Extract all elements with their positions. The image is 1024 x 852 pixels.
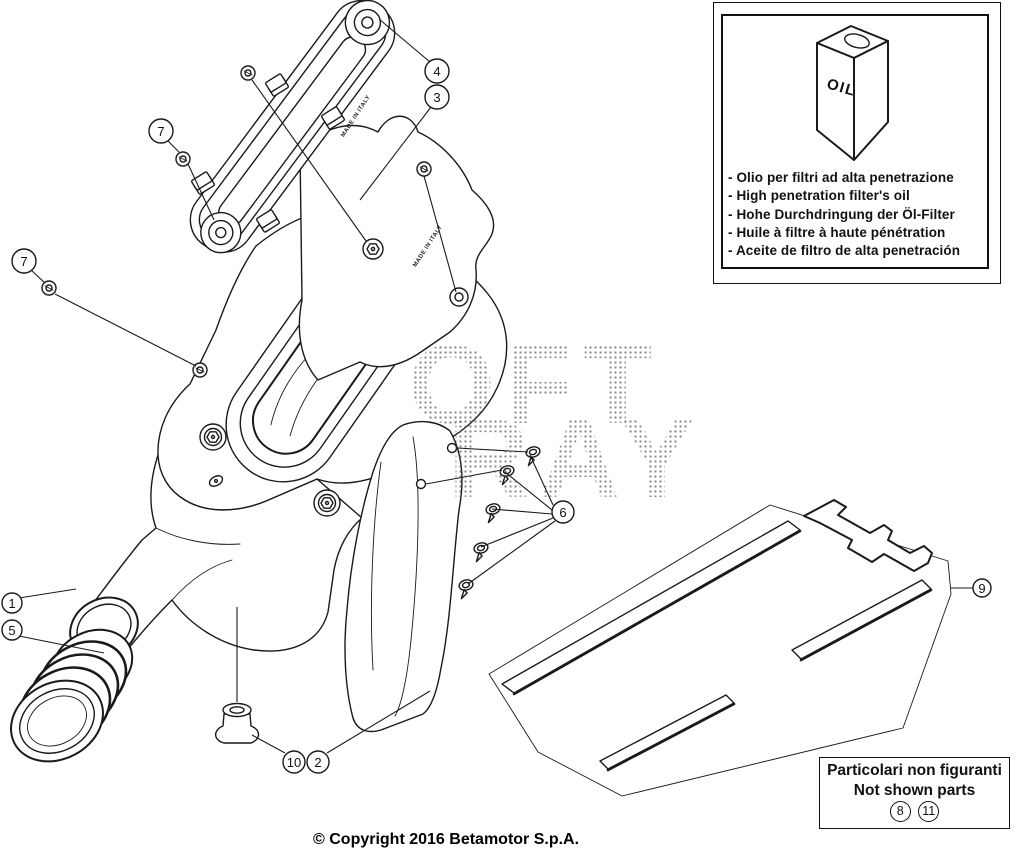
callout-1: 1 xyxy=(1,592,23,614)
leader-line xyxy=(480,517,554,548)
oil-line-en: - High penetration filter's oil xyxy=(728,188,910,204)
leader-line xyxy=(30,269,46,284)
intake-sleeve xyxy=(10,628,134,763)
square-nut xyxy=(320,106,346,130)
leader-lines xyxy=(18,18,973,754)
leader-line xyxy=(54,293,197,367)
callout-9: 9 xyxy=(972,578,992,598)
leader-line xyxy=(251,79,367,242)
leader-line xyxy=(18,635,105,654)
oil-info-box xyxy=(721,14,989,269)
svg-text:6: 6 xyxy=(559,505,566,520)
leader-line xyxy=(251,734,286,754)
callout-11: 11 xyxy=(918,801,940,822)
pan-head-screw xyxy=(416,161,432,177)
copyright-text: © Copyright 2016 Betamotor S.p.A. xyxy=(313,831,580,848)
adhesive-strips-panel xyxy=(488,499,952,797)
leader-line xyxy=(378,18,431,63)
callout-6: 6 xyxy=(551,500,575,524)
rubber-mount xyxy=(214,702,260,744)
leader-line xyxy=(425,469,503,485)
oil-line-fr: - Huile à filtre à haute pénétration xyxy=(728,224,946,240)
leader-line xyxy=(167,140,180,153)
leader-line xyxy=(467,520,556,585)
oil-line-it: - Olio per filtri ad alta penetrazione xyxy=(728,170,954,185)
not-shown-parts-box: Particolari non figuranti Not shown part… xyxy=(819,757,1010,829)
svg-text:2: 2 xyxy=(314,755,321,770)
svg-text:4: 4 xyxy=(433,64,440,79)
filter-retaining-frame xyxy=(189,0,396,254)
tapping-screw xyxy=(525,446,541,467)
oil-info-box-outer xyxy=(713,2,1001,284)
callout-10: 10 xyxy=(282,750,306,774)
leader-line xyxy=(456,447,529,453)
cover-plate xyxy=(298,115,495,381)
screw-boss xyxy=(313,489,341,517)
callout-5: 5 xyxy=(1,619,23,641)
svg-text:10: 10 xyxy=(287,755,301,770)
leader-line xyxy=(504,471,553,511)
oil-line-es: - Aceite de filtro de alta penetración xyxy=(728,243,961,259)
not-shown-callouts: 8 11 xyxy=(820,801,1009,822)
svg-text:7: 7 xyxy=(157,124,164,139)
svg-text:5: 5 xyxy=(8,623,15,638)
callout-7: 7 xyxy=(11,248,37,274)
pan-head-screw xyxy=(192,362,208,378)
svg-text:7: 7 xyxy=(20,254,27,269)
callout-7: 7 xyxy=(148,118,174,144)
pan-head-screw xyxy=(41,280,57,296)
not-shown-title-it: Particolari non figuranti xyxy=(827,762,1002,779)
tapping-screw xyxy=(485,503,501,524)
square-nut xyxy=(255,209,281,233)
leader-line xyxy=(423,175,457,293)
svg-text:3: 3 xyxy=(433,90,440,105)
callout-8: 8 xyxy=(889,801,911,822)
oil-info-text: - Olio per filtri ad alta penetrazione -… xyxy=(728,169,960,260)
mud-flap xyxy=(344,420,463,733)
leader-line xyxy=(18,588,77,599)
not-shown-title-en: Not shown parts xyxy=(853,781,976,799)
callout-4: 4 xyxy=(424,58,450,84)
tapping-screw xyxy=(458,579,474,600)
svg-text:1: 1 xyxy=(8,596,15,611)
leader-line xyxy=(187,163,215,221)
pan-head-screw xyxy=(175,151,191,167)
square-nut xyxy=(264,73,290,97)
callout-3: 3 xyxy=(424,84,450,110)
brand-logo xyxy=(208,475,224,487)
screw-boss xyxy=(199,423,227,451)
oil-line-de: - Hohe Durchdringung der Öl-Filter xyxy=(728,206,955,222)
leader-line xyxy=(491,508,553,515)
leader-line xyxy=(359,106,432,201)
tapping-screw xyxy=(499,465,515,486)
oil-canister: OIL xyxy=(816,25,889,161)
svg-text:9: 9 xyxy=(978,581,985,596)
callout-2: 2 xyxy=(306,750,330,774)
callout-circles: 1 5 7 7 4 3 6 9 10 2 xyxy=(1,58,992,774)
leader-line xyxy=(326,690,431,754)
leader-line xyxy=(529,454,554,506)
pan-head-screw xyxy=(240,65,256,81)
